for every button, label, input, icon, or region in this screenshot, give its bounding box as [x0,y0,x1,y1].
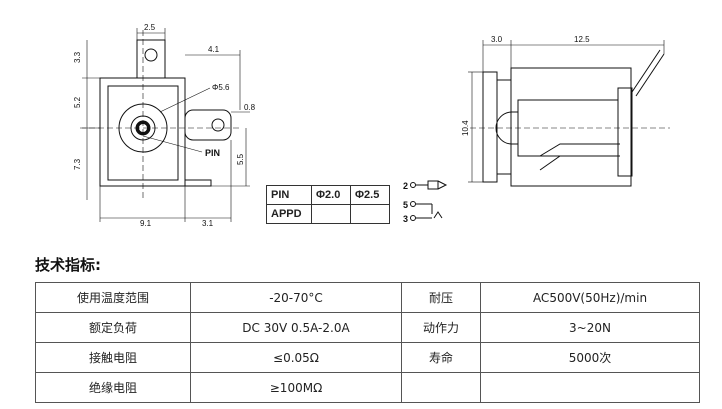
dim-7-3: 7.3 [73,158,82,170]
spec-key: 耐压 [401,282,481,313]
side-neck [496,79,512,175]
side-curve [495,111,518,145]
spec-key: 寿命 [401,342,481,373]
side-lead [631,49,661,93]
dim-phi-5-6: Φ5.6 [212,83,230,92]
pin-table-cell [311,204,351,224]
front-pin-label: PIN [205,148,220,158]
dim-0-8: 0.8 [244,103,256,112]
side-front-flange [482,71,498,183]
dim-3-1: 3.1 [202,219,214,228]
dim-3-3: 3.3 [73,51,82,63]
dim-5-2: 5.2 [73,96,82,108]
pin-table: PIN Φ2.0 Φ2.5 APPD [266,185,390,224]
front-top-tab [136,39,166,79]
spec-value: DC 30V 0.5A-2.0A [190,312,402,343]
pin-table-cell: APPD [266,204,312,224]
table-row: 绝缘电阻 ≥100MΩ [35,372,700,403]
table-row: 接触电阻 ≤0.05Ω 寿命 5000次 [35,342,700,373]
spec-value: -20-70°C [190,282,402,313]
spec-key [401,372,481,403]
spec-key: 接触电阻 [35,342,191,373]
pin-table-cell [350,204,390,224]
front-right-tab-hole [211,118,225,132]
dim-2-5: 2.5 [144,23,156,32]
spec-table: 使用温度范围 -20-70°C 耐压 AC500V(50Hz)/min 额定负荷… [35,282,700,403]
front-right-tab [184,109,232,141]
spec-key: 绝缘电阻 [35,372,191,403]
side-spring [539,143,620,157]
spec-key: 动作力 [401,312,481,343]
front-top-tab-hole [144,48,158,62]
pin-table-row: APPD [266,204,390,224]
spec-value: 5000次 [480,342,700,373]
side-body [510,67,632,187]
table-row: 使用温度范围 -20-70°C 耐压 AC500V(50Hz)/min [35,282,700,313]
technical-drawing: 2.5 3.3 4.1 Φ5.6 0.8 5.2 7.3 5.5 9.1 3.1… [73,23,670,228]
dim-3-0: 3.0 [491,35,503,44]
dim-5-5: 5.5 [236,153,245,165]
side-back [617,87,633,177]
spec-value: ≤0.05Ω [190,342,402,373]
pin-table-row: PIN Φ2.0 Φ2.5 [266,185,390,205]
spec-value: 3~20N [480,312,700,343]
spec-value [480,372,700,403]
spec-section-title: 技术指标: [35,256,101,274]
dim-10-4: 10.4 [461,120,470,136]
pin-table-cell: PIN [266,185,312,205]
pin-number-5: 5 [403,200,408,210]
pin-table-cell: Φ2.0 [311,185,351,205]
drawing-svg: 2.5 3.3 4.1 Φ5.6 0.8 5.2 7.3 5.5 9.1 3.1… [73,23,670,228]
dim-9-1: 9.1 [140,219,152,228]
front-bottom-lead [184,179,212,187]
spec-key: 使用温度范围 [35,282,191,313]
side-spring-2 [539,155,620,171]
spec-value: AC500V(50Hz)/min [480,282,700,313]
pin-number-3: 3 [403,214,408,224]
dim-4-1: 4.1 [208,45,220,54]
pin-number-2: 2 [403,181,408,191]
spec-value: ≥100MΩ [190,372,402,403]
spec-key: 额定负荷 [35,312,191,343]
pin-table-cell: Φ2.5 [350,185,390,205]
table-row: 额定负荷 DC 30V 0.5A-2.0A 动作力 3~20N [35,312,700,343]
dim-12-5: 12.5 [574,35,590,44]
